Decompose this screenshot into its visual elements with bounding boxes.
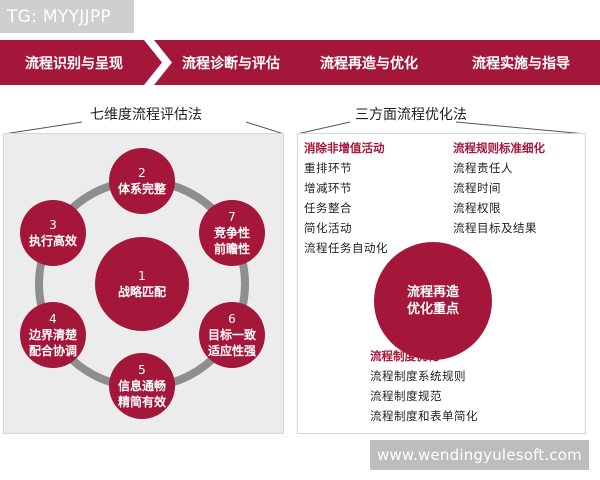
watermark-tag-top: TG: MYYJJPP <box>0 0 134 33</box>
node-num: 7 <box>228 210 236 224</box>
right-bracket-right <box>455 121 587 135</box>
three-aspect-panel: 消除非增值活动 重排环节 增减环节 任务整合 简化活动 流程任务自动化 流程规则… <box>297 133 586 434</box>
dimension-center-label: 战略匹配 <box>117 285 166 299</box>
node-num: 6 <box>228 312 236 326</box>
dimension-node-2: 2 体系完整 <box>109 148 175 214</box>
step-label-1: 流程识别与呈现 <box>25 55 123 72</box>
focus-line2: 优化重点 <box>406 302 459 317</box>
group-title-eliminate: 消除非增值活动 <box>304 141 385 155</box>
dimension-node-6: 6 目标一致 适应性强 <box>199 302 265 368</box>
group-item: 任务整合 <box>304 201 352 215</box>
group-title-system: 流程制度优化 <box>370 349 439 363</box>
right-section-title: 三方面流程优化法 <box>355 107 467 123</box>
node-line1: 目标一致 <box>207 328 256 342</box>
node-num: 4 <box>49 312 57 326</box>
node-num: 5 <box>138 363 146 377</box>
group-item: 流程责任人 <box>453 161 513 175</box>
dimension-center-num: 1 <box>138 269 146 283</box>
group-item: 流程制度系统规则 <box>370 369 466 383</box>
node-line1: 信息通畅 <box>117 379 166 393</box>
group-item: 流程任务自动化 <box>304 241 388 255</box>
node-line1: 体系完整 <box>117 182 166 196</box>
left-bracket-right <box>245 121 285 135</box>
group-item: 流程制度和表单简化 <box>370 409 478 423</box>
process-arrow-bar <box>0 40 600 85</box>
group-item: 流程时间 <box>453 181 501 195</box>
optimization-focus-circle: 流程再造 优化重点 <box>374 242 492 360</box>
group-item: 流程目标及结果 <box>453 221 537 235</box>
left-bracket-left <box>3 121 83 135</box>
node-line2: 前瞻性 <box>213 242 250 256</box>
group-item: 流程权限 <box>453 201 501 215</box>
node-line2: 适应性强 <box>207 344 256 358</box>
step-label-2: 流程诊断与评估 <box>182 55 280 72</box>
focus-line1: 流程再造 <box>406 285 459 300</box>
step-arrow-3 <box>284 40 450 85</box>
step-arrow-1 <box>0 40 162 85</box>
seven-dimension-panel: 1 战略匹配 2 体系完整 7 竞争性 前瞻性 6 目标一致 适应性强 5 信息… <box>3 133 284 434</box>
step-label-4: 流程实施与指导 <box>472 55 570 72</box>
dimension-node-3: 3 执行高效 <box>20 200 86 266</box>
left-section-title: 七维度流程评估法 <box>90 107 202 123</box>
node-line1: 竞争性 <box>213 226 250 240</box>
dimension-node-7: 7 竞争性 前瞻性 <box>199 200 265 266</box>
step-label-3: 流程再造与优化 <box>320 55 418 72</box>
dimension-node-4: 4 边界清楚 配合协调 <box>20 302 86 368</box>
node-line1: 执行高效 <box>28 234 77 248</box>
node-line1: 边界清楚 <box>28 328 77 342</box>
node-num: 2 <box>138 166 146 180</box>
right-bracket-left <box>296 121 351 135</box>
node-num: 3 <box>49 218 57 232</box>
dimension-center-circle: 1 战略匹配 <box>95 237 189 331</box>
group-item: 重排环节 <box>304 161 352 175</box>
dimension-node-5: 5 信息通畅 精简有效 <box>109 353 175 419</box>
watermark-url: www.wendingyulesoft.com <box>370 440 589 470</box>
step-arrow-4 <box>424 40 600 85</box>
group-item: 增减环节 <box>304 181 352 195</box>
node-line2: 配合协调 <box>28 344 77 358</box>
group-item: 流程制度规范 <box>370 389 442 403</box>
group-title-standardize: 流程规则标准细化 <box>453 141 545 155</box>
step-arrow-2 <box>154 40 310 85</box>
group-item: 简化活动 <box>304 221 352 235</box>
bracket-lines <box>3 121 587 135</box>
node-line2: 精简有效 <box>117 395 166 409</box>
